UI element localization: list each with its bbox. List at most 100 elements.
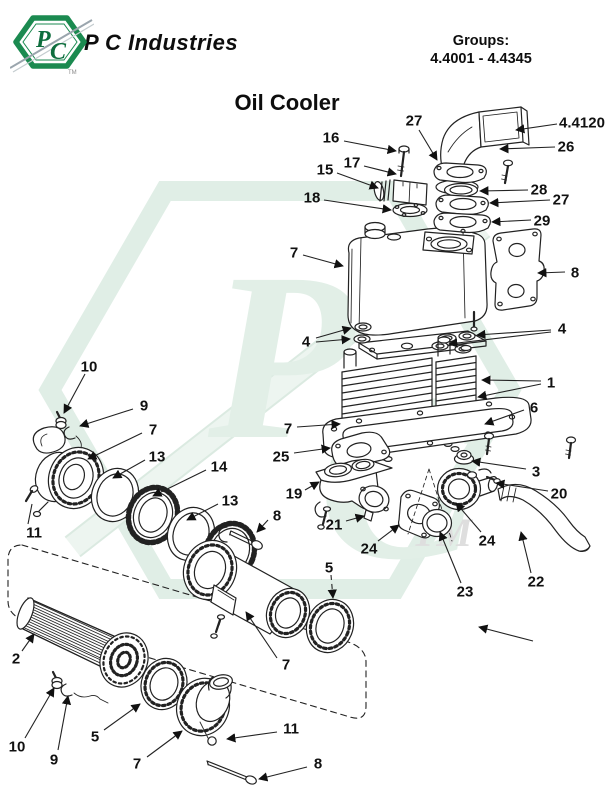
leader-line [377, 524, 400, 542]
callout-label-28: 28 [531, 182, 548, 199]
callout-label-20: 20 [551, 486, 568, 503]
seal-23 [421, 508, 453, 538]
company-logo-icon: P C TM [10, 15, 94, 76]
callout-label-2: 2 [12, 651, 20, 668]
bolt-3-and-nut [453, 432, 577, 465]
callout-label-7: 7 [282, 657, 290, 674]
callout-label-8: 8 [571, 265, 579, 282]
logo-pencil-icon [10, 19, 93, 69]
leader-line [495, 479, 549, 492]
leader-line [152, 469, 207, 497]
callout-label-19: 19 [286, 486, 303, 503]
leader-line [489, 197, 551, 208]
tube-bundle-2 [16, 597, 117, 670]
oil-cooler-housing-7 [347, 221, 488, 336]
tube-housing-7 [182, 539, 311, 639]
callout-label-6: 6 [530, 400, 538, 417]
callout-label-27: 27 [553, 192, 570, 209]
callout-label-17: 17 [344, 155, 361, 172]
seal-ring-13a [90, 467, 140, 523]
callout-label-25: 25 [273, 449, 290, 466]
leader-line [336, 172, 379, 190]
gasket-29 [433, 212, 491, 234]
groups-range: 4.4001 - 4.4345 [430, 51, 532, 67]
callout-label-29: 29 [534, 213, 551, 230]
leader-line [186, 503, 219, 521]
callout-label-11: 11 [283, 721, 299, 738]
dashed-inset-outline [7, 544, 367, 719]
leader-line [146, 730, 183, 758]
groups-block: Groups: 4.4001 - 4.4345 [396, 32, 566, 68]
gasket-27-upper [433, 162, 487, 184]
leader-line [315, 325, 352, 339]
end-cover-7-upper [32, 426, 105, 518]
leader-line [327, 574, 337, 599]
callout-label-10: 10 [9, 739, 26, 756]
leader-line [27, 503, 33, 525]
callout-label-24: 24 [361, 541, 378, 558]
leader-line [455, 502, 482, 533]
seals-4-left [353, 322, 372, 344]
leader-line [103, 703, 141, 731]
plug-11-upper [24, 485, 39, 503]
water-elbow-19 [314, 458, 393, 530]
callout-label-13: 13 [222, 493, 239, 510]
page-title: Oil Cooler [234, 90, 340, 115]
callout-label-11: 11 [26, 525, 42, 542]
callout-label-8: 8 [273, 508, 281, 525]
callout-label-5: 5 [325, 560, 333, 577]
leader-line [315, 335, 351, 345]
callout-label-8: 8 [314, 756, 322, 773]
logo-letter-c: C [50, 39, 67, 65]
leader-line [479, 186, 529, 196]
leader-line [448, 331, 552, 348]
oring-28 [443, 182, 479, 198]
bolt-26-mount [501, 159, 514, 185]
leader-line [258, 766, 308, 782]
callout-label-3: 3 [532, 464, 540, 481]
leader-line [57, 695, 72, 751]
leader-line [478, 624, 534, 642]
leader-line [363, 165, 397, 177]
leader-line [476, 329, 552, 340]
thermostat-15 [373, 179, 428, 206]
end-cover-7-lower [175, 674, 233, 739]
callout-label-23: 23 [457, 584, 474, 601]
callout-label-26: 26 [558, 139, 575, 156]
gasket-5-lower [140, 657, 188, 711]
bolt-8-middle [218, 526, 263, 550]
callout-label-14: 14 [211, 459, 228, 476]
leader-line [418, 129, 438, 161]
callout-label-22: 22 [528, 574, 545, 591]
leader-line [343, 140, 397, 155]
bolt-8-lower [206, 760, 257, 785]
leader-line [323, 199, 392, 214]
leader-line [256, 519, 269, 533]
leader-line [491, 216, 532, 227]
leader-line [296, 419, 341, 430]
leader-line [484, 409, 525, 426]
leader-line [112, 459, 146, 479]
leader-line [245, 611, 278, 659]
callout-label-4: 4 [302, 334, 311, 351]
callout-label-15: 15 [317, 162, 334, 179]
logo-pencil-icon-2 [12, 23, 94, 73]
mounting-flange-4-4120 [478, 106, 524, 148]
callout-label-7: 7 [284, 421, 292, 438]
leader-line [63, 373, 86, 414]
leader-line [438, 531, 462, 584]
leader-line [87, 432, 143, 460]
leader-line [293, 444, 331, 454]
bolt-16 [397, 145, 410, 178]
leader-line [537, 268, 566, 278]
gasket-18 [392, 202, 428, 218]
callout-label-4.4120: 4.4120 [559, 115, 605, 132]
leader-line [518, 531, 532, 574]
callout-label-5: 5 [91, 729, 99, 746]
gasket-27-lower [435, 194, 489, 216]
leader-line [515, 123, 558, 134]
callout-label-4: 4 [558, 321, 567, 338]
callout-label-13: 13 [149, 449, 166, 466]
